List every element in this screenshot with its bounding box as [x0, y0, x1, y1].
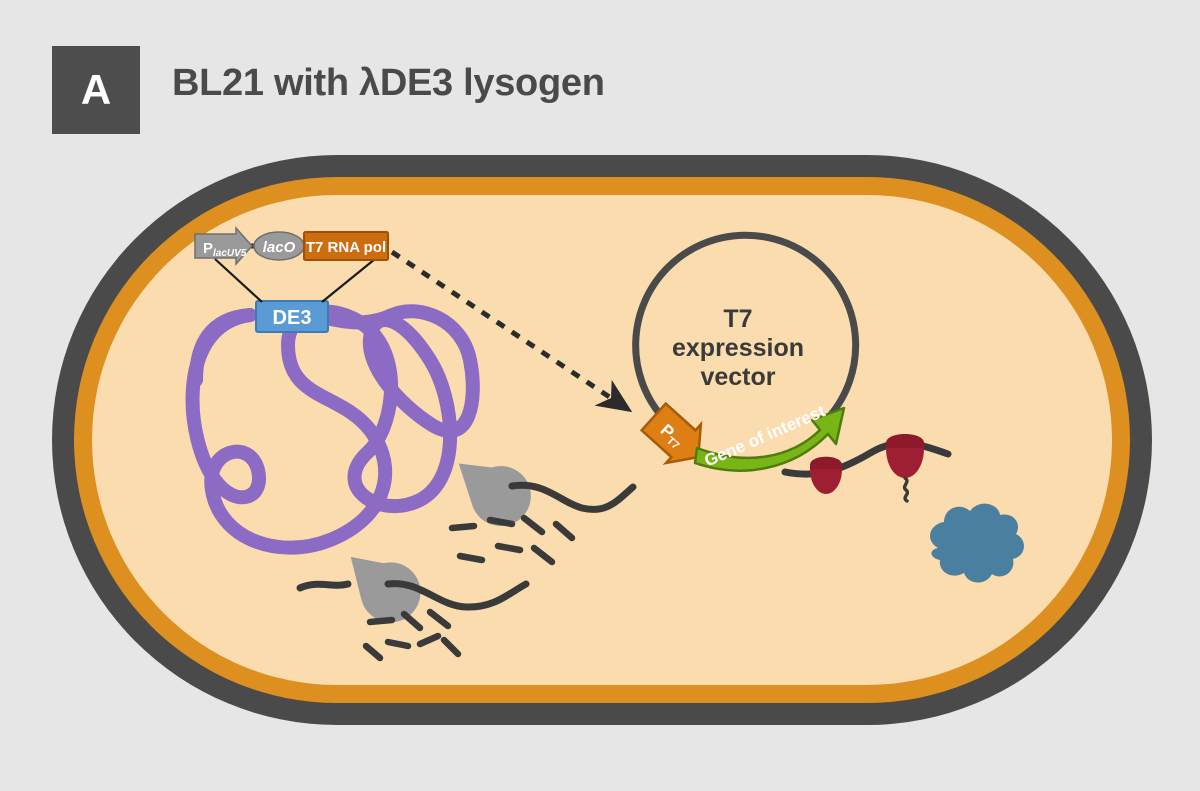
promoter-lacuv5-label: PlacUV5 [203, 240, 247, 259]
nuclease-icon [350, 556, 421, 623]
nascent-polypeptide [902, 476, 910, 503]
mrna-strand-degrading [384, 580, 530, 611]
ribosome [810, 456, 842, 494]
cytoplasm [92, 195, 1112, 685]
mrna-degradation-lower [350, 556, 530, 662]
de3-insertion: DE3 [255, 300, 329, 333]
translation-complex [781, 434, 952, 503]
ribosome [886, 434, 924, 503]
t7-polymerase-cassette: PlacUV5 lacO T7 RNA pol [194, 226, 389, 266]
mrna-strand-free [296, 580, 352, 592]
mrna-fragments [448, 514, 576, 566]
promoter-lacuv5: PlacUV5 [194, 226, 254, 266]
de3-box [255, 300, 329, 333]
folded-protein [930, 503, 1024, 583]
bacterial-chromosome [185, 304, 480, 555]
mrna-strand-degrading [508, 481, 637, 513]
page-title: BL21 with λDE3 lysogen [172, 62, 605, 104]
gene-t7-rna-pol: T7 RNA pol [303, 231, 389, 261]
plasmid-title-line3: vector [700, 363, 775, 391]
operator-laco-label: lacO [263, 239, 296, 256]
plasmid-title-line1: T7 [723, 305, 752, 333]
nuclease-icon [458, 463, 531, 527]
plasmid-backbone [632, 231, 860, 424]
gene-t7-rna-pol-label: T7 RNA pol [306, 239, 386, 256]
promoter-t7: PT7 [639, 401, 703, 465]
plasmid-title-line2: expression [672, 334, 804, 362]
panel-label-badge: A [52, 46, 140, 134]
de3-label: DE3 [273, 307, 312, 329]
polymerase-action-arrow [390, 249, 633, 413]
operator-laco: lacO [253, 231, 305, 261]
mrna-fragments [362, 608, 462, 662]
figure-header: A BL21 with λDE3 lysogen [0, 0, 1200, 150]
mrna-degradation-upper [448, 463, 637, 566]
de3-leader-lines [214, 258, 376, 303]
